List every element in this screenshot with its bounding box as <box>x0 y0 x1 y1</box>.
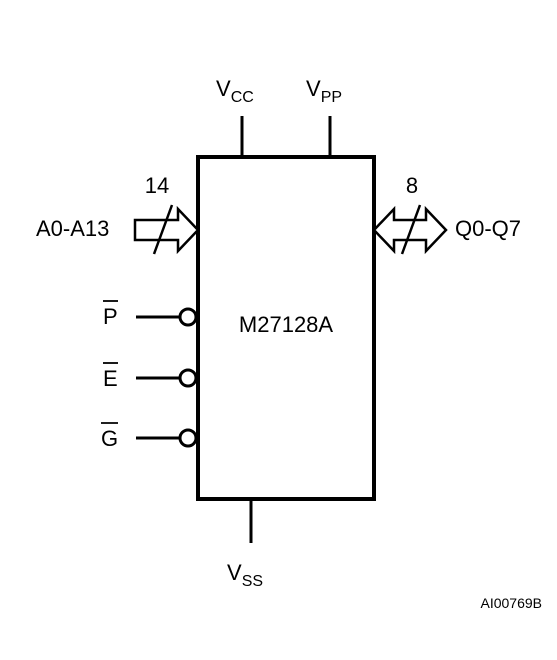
figure-code: AI00769B <box>481 595 543 611</box>
vcc-label: VCC <box>216 76 254 106</box>
vss-label: VSS <box>227 560 263 590</box>
data-bus-label: Q0-Q7 <box>455 216 521 241</box>
data-bus-width-slash <box>400 204 422 255</box>
control-pin-p-label: P <box>103 304 118 329</box>
address-bus-arrow <box>133 205 200 255</box>
control-pin-g-bubble <box>178 428 198 448</box>
control-pin-e-bubble <box>178 368 198 388</box>
control-pin-p-bubble <box>178 307 198 327</box>
chip-body <box>196 155 376 501</box>
data-bus-width: 8 <box>406 173 418 198</box>
chip-name: M27128A <box>239 312 334 337</box>
vpp-label: VPP <box>306 76 342 106</box>
control-pin-g-label: G <box>101 426 118 451</box>
address-bus-width-slash <box>152 204 174 255</box>
control-pin-e-label: E <box>103 366 118 391</box>
address-bus-label: A0-A13 <box>36 216 109 241</box>
address-bus-width: 14 <box>145 173 169 198</box>
